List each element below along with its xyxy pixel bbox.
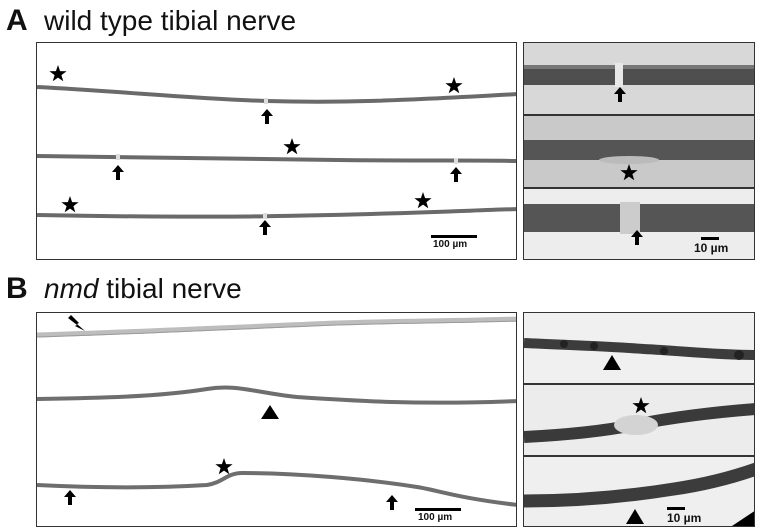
scalebar-a-inset-label: 10 µm — [694, 241, 729, 255]
triangle-icon — [261, 405, 279, 419]
panel-b-title: nmd tibial nerve — [44, 274, 242, 304]
arrow-up-icon — [64, 490, 398, 510]
triangle-icon — [603, 355, 621, 370]
wt-fiber-1 — [37, 85, 516, 104]
panel-a-inset-1 — [523, 42, 755, 115]
nmd-fiber-pale — [37, 316, 516, 338]
panel-a-inset-3: 10 µm — [523, 188, 755, 260]
panel-a-inset-2 — [523, 115, 755, 188]
scalebar-a-main — [431, 235, 477, 238]
triangle-icon — [626, 509, 644, 524]
star-icon — [49, 65, 463, 213]
wt-fiber-3 — [37, 207, 516, 219]
scalebar-b-inset — [667, 507, 685, 510]
scalebar-b-main — [415, 508, 461, 511]
arrow-up-icon — [614, 87, 626, 102]
panel-a-main-micrograph: 100 µm — [36, 42, 517, 260]
panel-a-title: wild type tibial nerve — [44, 5, 297, 36]
scalebar-a-inset — [701, 237, 719, 240]
panel-b-main-micrograph: 100 µm — [36, 312, 517, 527]
star-icon — [632, 397, 650, 414]
nmd-fiber-2 — [37, 385, 516, 405]
wt-fiber-2 — [37, 154, 516, 163]
arrow-up-icon — [112, 109, 462, 235]
panel-b-label: B — [6, 272, 28, 305]
panel-b-inset-3: 10 µm — [523, 456, 755, 527]
star-icon — [215, 458, 233, 475]
panel-b-inset-1 — [523, 312, 755, 384]
panel-b-title-italic: nmd — [44, 273, 99, 304]
nmd-fiber-3 — [37, 470, 516, 507]
scalebar-b-inset-label: 10 µm — [667, 511, 702, 525]
scalebar-b-main-label: 100 µm — [418, 512, 453, 523]
panel-a-label: A — [6, 4, 28, 37]
scalebar-a-main-label: 100 µm — [433, 239, 468, 250]
panel-b-title-rest: tibial nerve — [98, 273, 242, 304]
arrow-up-icon — [631, 230, 643, 245]
lightning-icon — [68, 315, 85, 331]
star-icon — [620, 164, 638, 181]
panel-b-inset-2 — [523, 384, 755, 456]
